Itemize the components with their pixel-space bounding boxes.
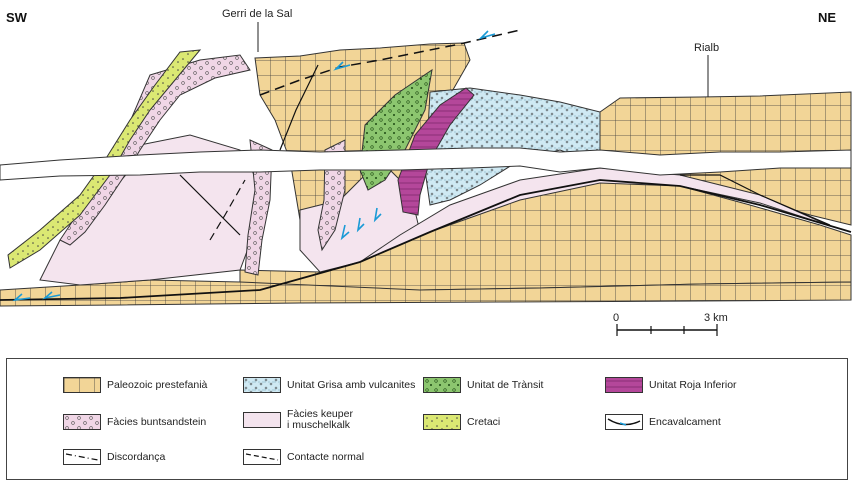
legend-item-roja: Unitat Roja Inferior: [605, 377, 737, 393]
legend-item-buntsandstein: Fàcies buntsandstein: [63, 414, 206, 430]
cretaci-unit: [7, 49, 202, 269]
legend-label: Fàcies keuper i muschelkalk: [287, 409, 353, 431]
dash-dot-line-icon: [63, 449, 101, 465]
scale-label-start: 0: [613, 312, 620, 324]
legend-label: Paleozoic prestefanià: [107, 378, 208, 391]
thrust-line-icon: [605, 414, 643, 430]
topographic-band: [0, 147, 852, 181]
purple-swatch: [605, 377, 643, 393]
fault-line: [279, 64, 319, 151]
thrust-arrow-icon: [478, 30, 496, 40]
legend-label-line2: i muschelkalk: [287, 419, 351, 431]
basal-thrust-line: [0, 179, 852, 301]
roja-unit: [397, 87, 475, 216]
thrust-arrow-icon: [373, 207, 382, 223]
fault-line: [209, 179, 246, 241]
legend-item-keuper: Fàcies keuper i muschelkalk: [243, 409, 353, 431]
fault-line: [680, 174, 831, 226]
fault-line: [179, 174, 241, 236]
geologic-cross-section: [0, 22, 852, 336]
legend-label: Encavalcament: [649, 415, 721, 428]
corner-label-sw: SW: [6, 10, 27, 25]
legend-label: Contacte normal: [287, 450, 365, 463]
grid-swatch: [63, 377, 101, 393]
legend-item-discordanca: Discordança: [63, 449, 165, 465]
scale-bar: [616, 324, 718, 336]
dotted-blue-swatch: [243, 377, 281, 393]
legend-item-cretaci: Cretaci: [423, 414, 500, 430]
place-label-rialb: Rialb: [694, 42, 720, 54]
legend-item-transit: Unitat de Trànsit: [423, 377, 543, 393]
legend-label: Unitat Roja Inferior: [649, 378, 737, 391]
legend-label-line1: Fàcies keuper: [287, 408, 353, 420]
legend-item-paleozoic: Paleozoic prestefanià: [63, 377, 207, 393]
corner-label-ne: NE: [818, 10, 837, 25]
paleozoic-unit: [0, 279, 852, 307]
legend-item-encavalcament: Encavalcament: [605, 414, 721, 430]
thrust-arrow-icon: [42, 291, 61, 300]
yellow-green-swatch: [423, 414, 461, 430]
legend-item-grisa: Unitat Grisa amb vulcanites: [243, 377, 415, 393]
legend-box: Paleozoic prestefanià Unitat Grisa amb v…: [6, 358, 848, 480]
thrust-arrow-icon: [340, 224, 350, 241]
pink-dotted-swatch: [63, 414, 101, 430]
legend-label: Unitat de Trànsit: [467, 378, 544, 391]
legend-item-contacte: Contacte normal: [243, 449, 364, 465]
green-swatch: [423, 377, 461, 393]
thrust-arrow-icon: [356, 217, 365, 233]
dashed-line-icon: [243, 449, 281, 465]
pink-swatch: [243, 412, 281, 428]
thrust-arrow-icon: [12, 293, 31, 302]
legend-label: Unitat Grisa amb vulcanites: [287, 378, 416, 391]
place-label-gerri: Gerri de la Sal: [222, 8, 293, 20]
thrust-arrow-icon: [333, 61, 351, 71]
legend-label: Fàcies buntsandstein: [107, 415, 207, 428]
legend-label: Cretaci: [467, 415, 501, 428]
scale-label-end: 3 km: [704, 312, 728, 324]
legend-label: Discordança: [107, 450, 166, 463]
